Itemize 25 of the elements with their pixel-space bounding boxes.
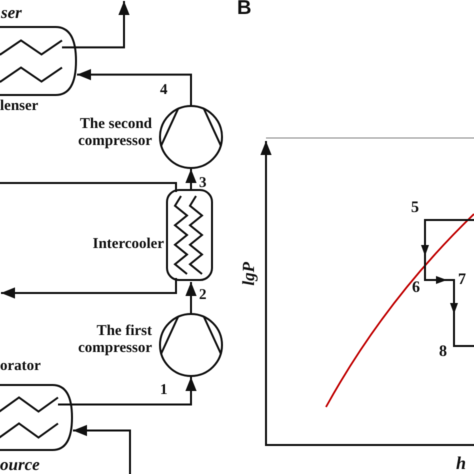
stream-label: ource <box>0 456 40 473</box>
diagram-label: h <box>456 455 466 472</box>
pipe-arrow <box>1 278 177 299</box>
axis-title: lgP <box>240 262 257 286</box>
stream-label: ser <box>1 4 22 21</box>
component-label: orator <box>0 358 41 375</box>
pipe-arrow <box>77 69 192 106</box>
diagram-label: 6 <box>412 279 420 296</box>
state-point-number: 1 <box>160 382 168 399</box>
pipe-arrow <box>73 424 131 474</box>
component-label: The first compressor <box>77 323 152 357</box>
state-point-number: 2 <box>199 287 206 304</box>
diagram-label: 8 <box>439 343 447 360</box>
diagram-label: 7 <box>458 271 466 288</box>
pipe-arrow <box>58 377 197 406</box>
pipe-arrow <box>185 169 197 189</box>
component-label: lenser <box>0 98 38 115</box>
diagram-label: 5 <box>411 199 419 216</box>
pipe-arrow <box>185 282 197 314</box>
component-label: Intercooler <box>92 236 164 253</box>
component-label: The second compressor <box>77 116 152 150</box>
diagram-label: B <box>237 0 252 17</box>
state-point-number: 3 <box>199 175 206 192</box>
pipe-arrow <box>62 1 130 48</box>
state-point-number: 4 <box>160 82 168 99</box>
